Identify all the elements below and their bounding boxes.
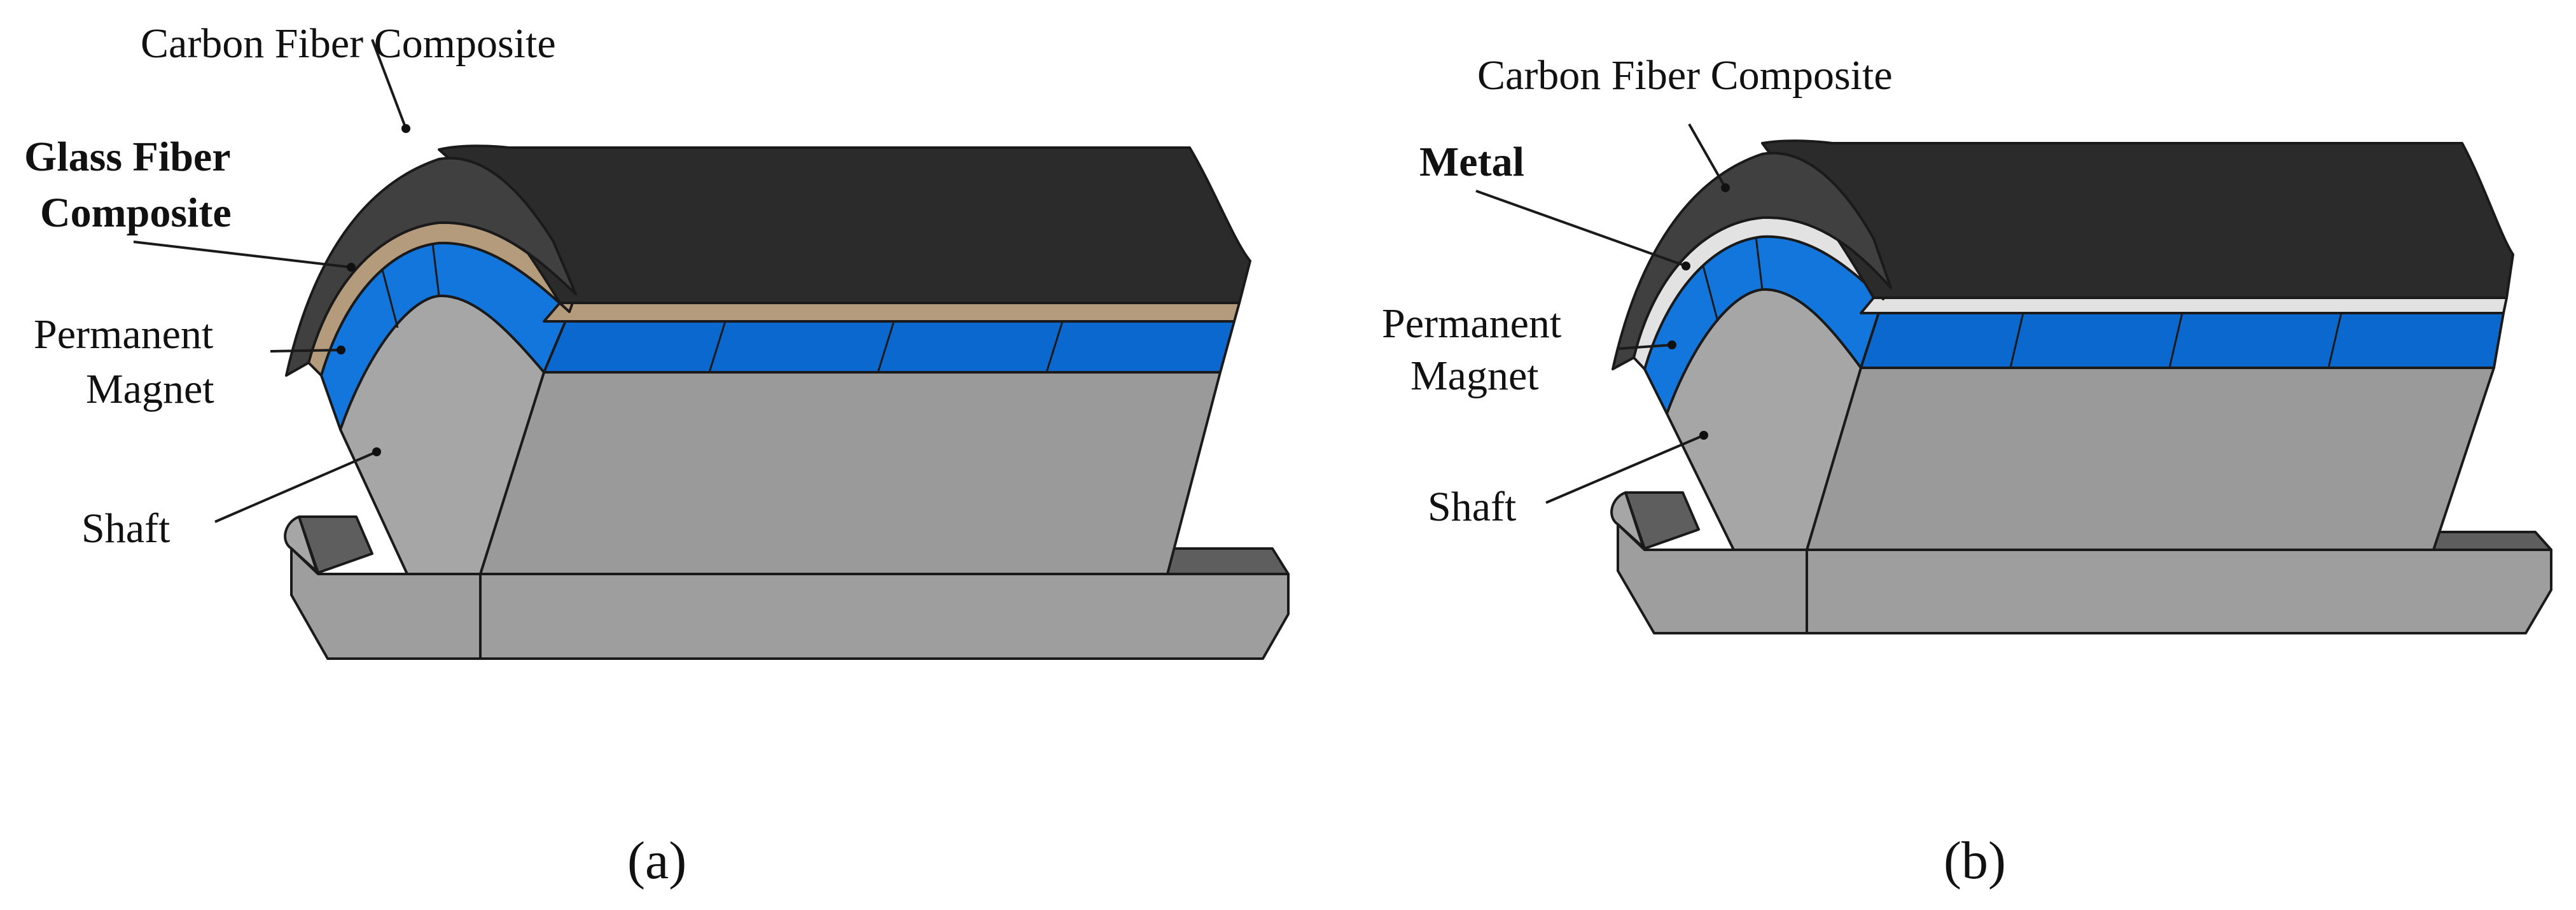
rotor-model-b [1610,139,2552,634]
leader-dot-magnet-a [337,346,345,354]
leader-dot-shaft-a [372,447,381,456]
panel-b: Carbon Fiber Composite Metal Permanent M… [1382,52,2552,890]
leader-dot-metal-b [1681,262,1690,270]
shaft-body-b [1806,367,2495,551]
leader-glass-a [133,241,352,269]
leader-magnet-a [270,349,342,353]
label-shaft-b: Shaft [1428,484,1516,530]
magnet-arc-seam-1-b [1701,260,1719,322]
magnet-strip-b [1860,312,2505,369]
glass-fiber-strip [543,302,1241,323]
leader-magnet-b [1617,344,1673,350]
label-magnet-line2-a: Magnet [86,366,214,412]
label-carbon-b: Carbon Fiber Composite [1477,52,1893,99]
label-shaft-a: Shaft [81,505,170,552]
magnet-seam-2-b [2168,312,2183,368]
panel-a: Carbon Fiber Composite Glass Fiber Compo… [24,20,1290,890]
magnet-seam-2 [877,321,895,373]
leader-metal-b [1475,190,1687,267]
magnet-arc-seam-2-b [1755,236,1764,290]
caption-a: (a) [627,831,686,890]
leader-shaft-a [214,451,377,523]
rotor-model-a [284,144,1290,660]
shaft-stub-right [1153,547,1290,575]
label-metal-b: Metal [1419,139,1524,185]
carbon-fiber-arc-face [285,157,577,377]
leader-dot-carbon-b [1721,183,1730,192]
shaft-stub-left-top [298,515,373,574]
magnet-seam-3-b [2327,312,2343,368]
label-glass-line2-a: Composite [40,190,232,236]
leader-carbon-b [1688,123,1727,188]
caption-b: (b) [1944,831,2006,890]
shaft-stub-right-b [2423,531,2552,551]
magnet-seam-1-b [2009,312,2024,368]
label-magnet-line2-b: Magnet [1410,353,1539,399]
magnet-arc-seam-2 [431,242,440,297]
leader-dot-shaft-b [1699,431,1708,440]
label-carbon-a: Carbon Fiber Composite [141,20,556,67]
label-glass-line1-a: Glass Fiber [24,134,231,180]
shaft-stub-left-top-b [1624,491,1700,550]
magnet-arc-seam-1 [380,267,399,328]
leader-dot-glass-a [347,263,356,272]
shaft-body [479,371,1222,575]
carbon-fiber-arc-face-b [1612,151,1892,370]
shaft-base-right-b [1806,549,2552,634]
leader-shaft-b [1545,434,1704,504]
leader-carbon-a [371,39,407,129]
magnet-seam-3 [1045,321,1064,373]
label-magnet-line1-b: Permanent [1382,300,1561,347]
metal-strip-b [1860,297,2508,314]
leader-dot-magnet-b [1667,340,1676,349]
leader-dot-carbon-a [401,124,410,133]
magnet-strip [543,320,1236,374]
shaft-base-right [479,573,1290,660]
magnet-seam-1 [708,321,727,373]
carbon-fiber-top-b [1761,139,2514,299]
label-magnet-line1-a: Permanent [34,311,213,358]
